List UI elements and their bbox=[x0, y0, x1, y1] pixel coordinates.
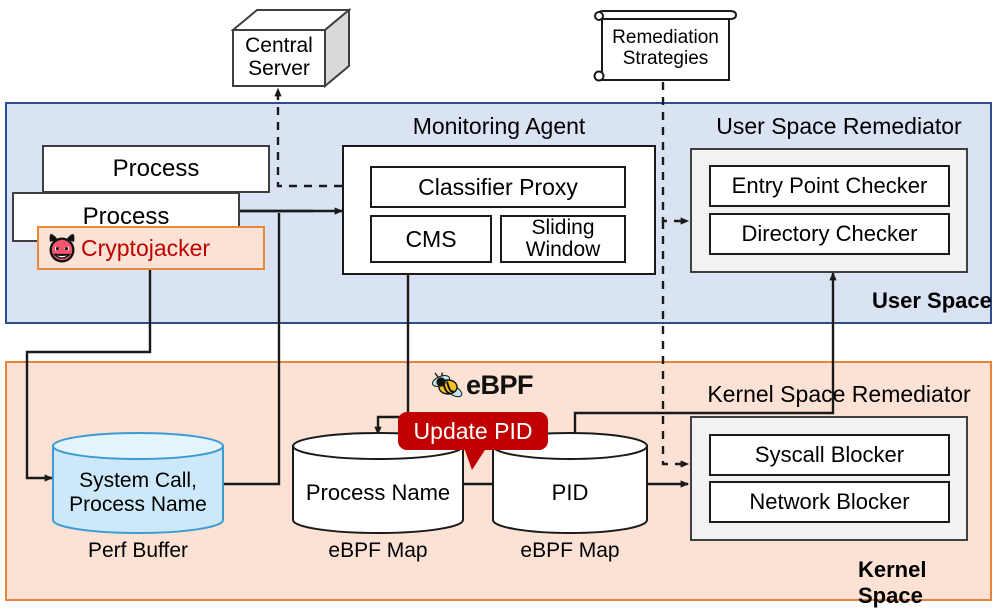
classifier-proxy-box[interactable]: Classifier Proxy bbox=[370, 166, 626, 208]
sliding-window-label-line2: Window bbox=[525, 238, 601, 261]
perf-buffer-cylinder[interactable]: System Call, Process Name bbox=[52, 432, 224, 534]
network-blocker-box[interactable]: Network Blocker bbox=[709, 481, 950, 523]
network-blocker-label: Network Blocker bbox=[749, 489, 910, 514]
sliding-window-label-line1: Sliding bbox=[531, 215, 595, 239]
ebpf-map-pid-caption: eBPF Map bbox=[520, 539, 620, 562]
perf-buffer-caption: Perf Buffer bbox=[88, 539, 188, 562]
cms-label: CMS bbox=[405, 225, 457, 252]
cryptojacker-label: Cryptojacker bbox=[81, 234, 211, 261]
classifier-proxy-label: Classifier Proxy bbox=[418, 173, 578, 200]
remediation-strategies-label-line1: Remediation bbox=[612, 27, 719, 49]
process-box-1-label: Process bbox=[112, 155, 200, 182]
ebpf-map-pid-cylinder[interactable]: PID bbox=[492, 432, 648, 534]
bee-icon bbox=[431, 372, 466, 400]
directory-checker-label: Directory Checker bbox=[741, 221, 918, 246]
ebpf-map-process-name-value: Process Name bbox=[305, 480, 451, 505]
user-space-remediator-title: User Space Remediator bbox=[716, 113, 962, 139]
update-pid-callout: Update PID bbox=[398, 412, 548, 450]
process-box-1[interactable]: Process bbox=[42, 145, 270, 193]
remediation-strategies-node: Remediation Strategies bbox=[588, 8, 738, 84]
ebpf-map-process-name-caption: eBPF Map bbox=[328, 539, 428, 562]
sliding-window-box[interactable]: Sliding Window bbox=[500, 215, 626, 263]
cms-box[interactable]: CMS bbox=[370, 215, 492, 263]
ebpf-logo: eBPF bbox=[431, 370, 534, 401]
perf-buffer-line1: System Call, bbox=[79, 468, 197, 492]
central-server-label-line2: Server bbox=[248, 57, 310, 80]
update-pid-callout-label: Update PID bbox=[413, 417, 533, 444]
ebpf-map-process-name-cylinder[interactable]: Process Name bbox=[292, 432, 464, 534]
devil-face-emoji-icon bbox=[45, 231, 79, 265]
syscall-blocker-label: Syscall Blocker bbox=[754, 442, 905, 467]
kernel-space-remediator-title: Kernel Space Remediator bbox=[707, 381, 971, 407]
entry-point-checker-label: Entry Point Checker bbox=[731, 173, 928, 198]
remediation-strategies-label-line2: Strategies bbox=[622, 48, 709, 69]
perf-buffer-line2: Process Name bbox=[69, 493, 207, 516]
syscall-blocker-box[interactable]: Syscall Blocker bbox=[709, 434, 950, 476]
kernel-space-region-label: Kernel Space bbox=[858, 557, 927, 608]
central-server-node: Central Server bbox=[230, 7, 352, 89]
ebpf-logo-text: eBPF bbox=[466, 370, 534, 400]
user-space-region-label: User Space bbox=[872, 288, 992, 313]
central-server-label-line1: Central bbox=[245, 34, 313, 58]
entry-point-checker-box[interactable]: Entry Point Checker bbox=[709, 165, 950, 207]
ebpf-map-pid-value: PID bbox=[551, 480, 589, 505]
directory-checker-box[interactable]: Directory Checker bbox=[709, 213, 950, 255]
monitoring-agent-title: Monitoring Agent bbox=[412, 113, 586, 139]
process-box-2-label: Process bbox=[82, 203, 170, 230]
cryptojacker-box[interactable]: Cryptojacker bbox=[37, 226, 265, 270]
